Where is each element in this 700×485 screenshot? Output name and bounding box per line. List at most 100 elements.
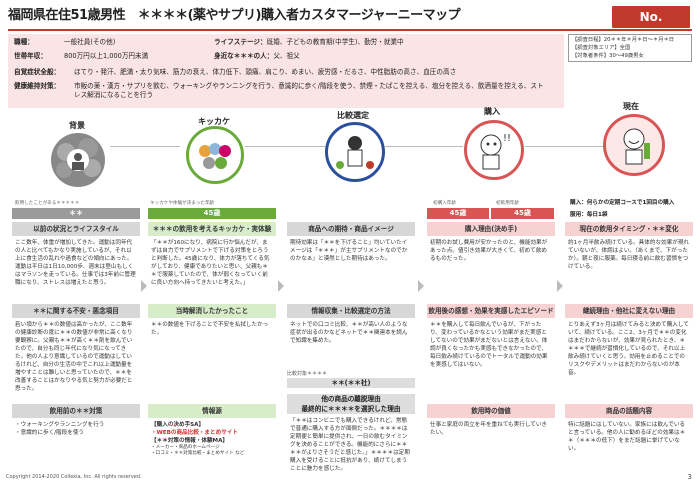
survey-area: 【調査対象エリア】全国 <box>572 45 631 51</box>
col5-head-1: 現在の飲用タイミング・＊＊変化 <box>565 222 693 236</box>
col4-body-3: 仕事と家庭の両立を年を重ねても実行していきたい。 <box>430 422 548 436</box>
column-trigger: ＊＊＊の飲用を考えるキッカケ・実体験 「＊＊が160になり、病院に行か悩んだが、… <box>148 222 276 460</box>
stage-current-label: 現在 <box>623 102 639 111</box>
income-row: 世帯年収： 800万円以上1,000万円未満 <box>14 52 148 61</box>
lifestyle-value: 既婚、子どもの教育期(中学生)、勤労・就業中 <box>266 38 404 46</box>
income-label: 世帯年収： <box>14 52 47 60</box>
col4-head-1: 購入理由(決め手) <box>427 222 555 236</box>
col1-body-3: ・ウォーキングやランニングを行う ・意識的に歩く/階段を使う <box>12 418 140 440</box>
lifestyle-label: ライフステージ： <box>214 38 267 46</box>
col3-body-1: 期待効果は「＊＊を下げること」均いていたイメージは「＊＊＊」が主サプリメントなの… <box>290 240 408 262</box>
col2-info-1: 【購入の決め手SA】 <box>151 422 205 428</box>
col5-body-1: 約1ヶ月半飲み続けている。具体的な効果が現れていないが、体調はよい。（あくまで、… <box>568 240 690 270</box>
stage-compare-label: 比較選定 <box>337 111 369 120</box>
col1-head-1: 以前の状況とライフスタイル <box>12 222 140 236</box>
col2-info-5: ・口コミ・＊＊対策比較・まとめサイト など <box>151 451 245 456</box>
col2-body-2: ＊＊の数値を下げることで不安を払拭したかった。 <box>151 322 269 336</box>
current-illustration <box>603 114 665 176</box>
pre-bar: ＊＊ <box>12 208 140 219</box>
col3-head-1: 商品への期待・商品イメージ <box>287 222 415 236</box>
col4-body-2: ＊＊を購入して毎日飲んでいるが、下がったり、変わっているかなという効果がまだ実感… <box>430 322 548 368</box>
first-purchase-label: 初購入年齢 <box>433 201 456 206</box>
symptoms-value: ほてり・発汗、肥満・太り気味、筋力の衰え、体力低下、頭痛、肩こり、めまい、疲労感… <box>74 68 457 76</box>
col4-body-1: 初期のお試し費用が安かったのと、機能効果があった点。値引き効果が大きくて、初めて… <box>430 240 548 262</box>
drink-line: 服用：毎日1袋 <box>570 212 608 218</box>
col1-body-1: ここ数年、体重が増加してきた。運動は同年代の人と比べてもかなり実施しているが、そ… <box>15 240 136 286</box>
col2-head-1: ＊＊＊の飲用を考えるキッカケ・実体験 <box>148 222 276 236</box>
trigger-illustration <box>186 126 244 184</box>
pre-bar-label: 飲用したことがある＊＊＊＊＊ <box>15 201 80 206</box>
family-row: 身近な＊＊＊の人：父、祖父 <box>214 52 300 61</box>
col3-head-2: 情報収集・比較選定の方法 <box>287 304 415 318</box>
survey-box: 【調査日程】20＊＊年＊月＊日～＊月＊日 【調査対象エリア】全国 【対象者条件】… <box>568 34 692 62</box>
first-drink-label: 初飲用年齢 <box>496 201 519 206</box>
health-row: 健康維持対策： 市販の薬・漢方・サプリを飲む、ウォーキングやランニングを行う、意識… <box>14 82 544 91</box>
copyright: Copyright 2014-2020 Collexia, Inc. All r… <box>6 474 142 480</box>
col3-body-3: 「＊＊はコンビニでも購入できるけれど、常態で普通に購入する方が面倒だった。＊＊＊… <box>290 418 410 472</box>
col1-body-3-item2: ・意識的に歩く/階段を使う <box>15 430 85 436</box>
lifestyle-row: ライフステージ：既婚、子どもの教育期(中学生)、勤労・就業中 <box>214 38 404 47</box>
col5-head-2: 継続理由・他社に変えない理由 <box>565 304 693 318</box>
col1-head-3: 飲用前の＊＊対策 <box>12 404 140 418</box>
family-label: 身近な＊＊＊の人： <box>214 52 274 60</box>
col4-head-2: 飲用後の感想・効果を実感したエピソード <box>427 304 555 318</box>
page-number: 3 <box>687 473 692 481</box>
first-drink-age-bar: 45歳 <box>491 208 554 219</box>
column-purchase: 購入理由(決め手) 初期のお試し費用が安かったのと、機能効果があった点。値引き効… <box>427 222 555 440</box>
background-illustration <box>50 132 106 188</box>
health-label: 健康維持対策： <box>14 82 61 90</box>
income-value: 800万円以上1,000万円未満 <box>64 52 149 60</box>
col2-info-3: 【＊＊対策の情報・体験MA】 <box>151 438 229 444</box>
col2-body-3: 【購入の決め手SA】 ・WEBの商品比較・まとめサイト 【＊＊対策の情報・体験M… <box>148 418 276 460</box>
title-divider <box>8 29 692 31</box>
trigger-bar-label: キッカケや体験が決まった年齢 <box>150 201 215 206</box>
col3-head-3a: ＊＊(＊＊社) <box>287 378 415 388</box>
arrow-2 <box>278 280 284 292</box>
first-purchase-age-bar: 45歳 <box>427 208 489 219</box>
job-value: 一般社員(その他) <box>64 38 116 46</box>
col4-head-3: 飲用時の価値 <box>427 404 555 418</box>
survey-target: 【対象者条件】30～49歳男女 <box>572 53 644 59</box>
survey-date: 【調査日程】20＊＊年＊月＊日～＊月＊日 <box>572 37 675 43</box>
arrow-4 <box>557 280 563 292</box>
col5-body-3: 特に話題にはしていない。家族には飲んでいると言っている。他の人に勧めるほどの効果… <box>568 422 686 452</box>
compare-illustration <box>325 122 385 182</box>
stage-background-label: 背景 <box>69 121 85 130</box>
symptoms-label: 自覚症状全般： <box>14 68 61 76</box>
col2-head-3: 情報源 <box>148 404 276 418</box>
symptoms-row: 自覚症状全般： ほてり・発汗、肥満・太り気味、筋力の衰え、体力低下、頭痛、肩こり、… <box>14 68 456 77</box>
job-row: 職種： 一般社員(その他) <box>14 38 115 47</box>
col1-head-2: ＊＊に関する不安・悪念項目 <box>12 304 140 318</box>
journey-connector-4 <box>525 146 603 147</box>
journey-connector-3 <box>385 146 463 147</box>
col3-head-3c: 最終的に＊＊＊＊を選択した理由 <box>287 404 415 414</box>
column-current: 現在の飲用タイミング・＊＊変化 約1ヶ月半飲み続けている。具体的な効果が現れてい… <box>565 222 693 456</box>
journey-connector-2 <box>245 146 325 147</box>
page-title: 福岡県在住51歳男性 ＊＊＊＊(薬やサプリ)購入者カスタマージャーニーマップ <box>8 8 461 23</box>
health-value-1: 市販の薬・漢方・サプリを飲む、ウォーキングやランニングを行う、意識的に歩く/階段… <box>74 82 544 90</box>
stage-trigger-label: キッカケ <box>198 117 230 126</box>
job-label: 職種： <box>14 38 34 46</box>
arrow-1 <box>141 280 147 292</box>
arrow-3 <box>418 280 424 292</box>
col2-head-2: 当時解消したかったこと <box>148 304 276 318</box>
col2-body-1: 「＊＊が160になり、病院に行か悩んだが、まずは自力でサプリメントで下げる対策を… <box>151 240 270 286</box>
stage-purchase-label: 購入 <box>484 107 500 116</box>
col3-small-label: 比較対象＊＊＊＊ <box>287 371 328 377</box>
profile-panel: 職種： 一般社員(その他) ライフステージ：既婚、子どもの教育期(中学生)、勤労・… <box>8 34 564 108</box>
purchase-illustration: !! <box>464 120 524 180</box>
column-compare: 商品への期待・商品イメージ 期待効果は「＊＊を下げること」均いていたイメージは「… <box>287 222 415 476</box>
col2-info-2: ・WEBの商品比較・まとめサイト <box>151 430 238 436</box>
svg-text:!!: !! <box>503 133 511 144</box>
trigger-age-bar: 45歳 <box>148 208 276 219</box>
col2-info-4: ・メーカー・商品のホームページ <box>151 445 220 450</box>
col1-body-2: 若い頃から＊＊の数値は高かったが、ここ数年の健康診断の度に＊＊の数値が非常に高く… <box>15 322 133 392</box>
col3-head-3b: 他の商品の離脱理由 <box>287 394 415 404</box>
col1-body-3-item1: ・ウォーキングやランニングを行う <box>15 422 105 428</box>
number-badge: No. <box>612 6 690 28</box>
column-background: 以前の状況とライフスタイル ここ数年、体重が増加してきた。運動は同年代の人と比べ… <box>12 222 140 440</box>
buy-line: 購入：何らかの定期コースで1回目の購入 <box>570 200 675 206</box>
health-value-2: レス解消になることを行う <box>74 91 154 99</box>
journey-connector-1 <box>110 146 180 147</box>
family-value: 父、祖父 <box>273 52 300 60</box>
